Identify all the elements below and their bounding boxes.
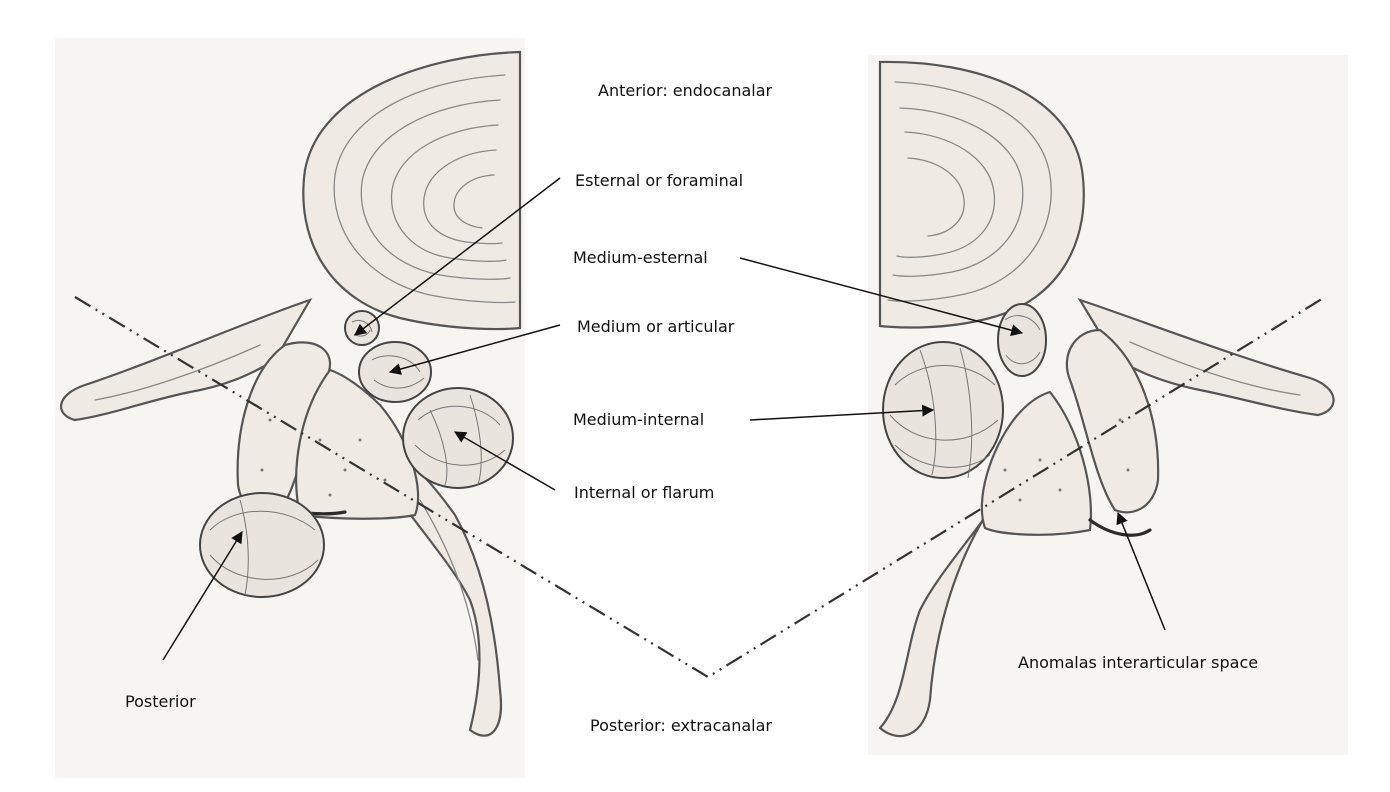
right-vertebral-body [878,60,1085,329]
left-cyst-posterior [199,492,325,598]
left-vertebral-body [302,50,522,331]
label-internal-flarum: Internal or flarum [574,483,714,502]
left-inferior-facet [295,368,420,520]
label-anomalas-interarticular: Anomalas interarticular space [1018,653,1258,672]
arrow-anomalas [1116,511,1166,631]
arrow-medium-internal [749,404,935,421]
label-posterior: Posterior [125,692,196,711]
left-cyst-internal [402,387,514,489]
left-cyst-foraminal [344,310,380,346]
label-medium-articular: Medium or articular [577,317,735,336]
right-superior-facet [1065,328,1160,514]
arrow-esternal-foraminal [354,177,561,336]
right-cyst-medium-internal [882,341,1004,479]
arrow-medium-esternal [739,257,1024,337]
label-esternal-foraminal: Esternal or foraminal [575,171,743,190]
right-transverse-process [1077,298,1335,417]
arrow-internal-flarum [453,431,556,491]
label-posterior-extracanalar: Posterior: extracanalar [590,716,772,735]
arrow-posterior [162,530,243,661]
right-cyst-medium-esternal [997,303,1047,377]
left-vertebra-drawing [55,38,525,778]
label-anterior: Anterior: endocanalar [598,81,773,100]
right-inferior-facet [980,390,1093,536]
arrow-medium-articular [388,324,561,375]
label-medium-esternal: Medium-esternal [573,248,708,267]
dividing-dashed-line [74,296,1326,679]
label-medium-internal: Medium-internal [573,410,704,429]
right-vertebra-drawing [868,55,1348,755]
left-cyst-articular [358,341,432,403]
right-lamina [878,474,1021,738]
